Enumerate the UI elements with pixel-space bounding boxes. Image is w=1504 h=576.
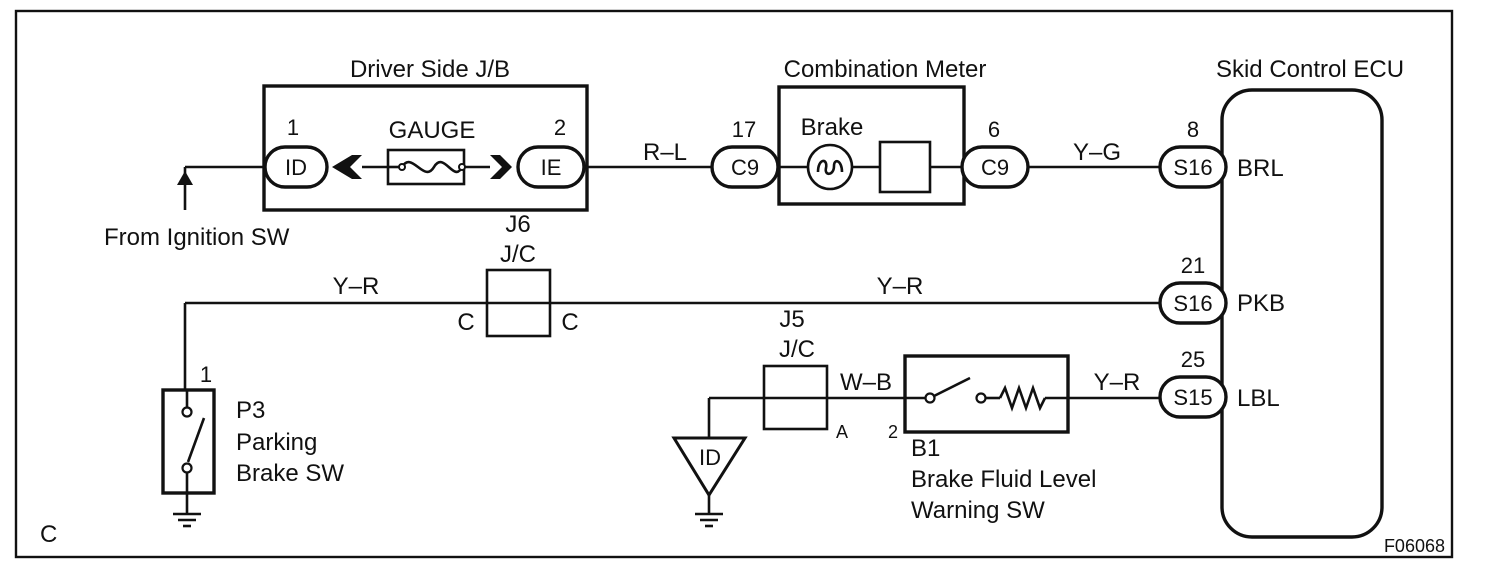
connector-s16-brl-label: S16 [1173, 155, 1212, 180]
connector-arrow-right-icon [490, 155, 512, 179]
parking-ground-icon [173, 512, 201, 528]
brake-bulb-label: Brake [801, 114, 864, 141]
connector-s15-lbl-label: S15 [1173, 385, 1212, 410]
fluid-sw-name-line1: Brake Fluid Level [911, 466, 1096, 493]
parking-sw-code: P3 [236, 397, 265, 424]
j5-id: J5 [779, 306, 804, 333]
ecu-terminal-name: LBL [1237, 385, 1280, 412]
fluid-sw-code: B1 [911, 435, 940, 462]
wire-yg-label: Y–G [1073, 139, 1121, 166]
driver-jb-title: Driver Side J/B [350, 56, 510, 83]
j6-pin-left: C [457, 309, 474, 336]
ecu-terminal-name: PKB [1237, 290, 1285, 317]
ground-id-label: ID [699, 445, 721, 470]
ecu-title: Skid Control ECU [1216, 56, 1404, 83]
ecu-pin: 8 [1187, 117, 1199, 142]
parking-sw-name-line2: Brake SW [236, 460, 344, 487]
ground-point-id-icon [671, 436, 748, 498]
from-ignition-label: From Ignition SW [104, 224, 290, 251]
fluid-sw-name-line2: Warning SW [911, 497, 1045, 524]
driver-side-jb: Driver Side J/B 1 ID GAUGE 2 IE [262, 56, 589, 212]
fluid-ground-icon [695, 512, 723, 528]
wire-wb-label: W–B [840, 369, 892, 396]
connector-arrow-left-icon [332, 155, 362, 179]
connector-c9-out-label: C9 [981, 155, 1009, 180]
j6-pin-right: C [561, 309, 578, 336]
connector-ie-label: IE [541, 155, 562, 180]
meter-pin-out: 6 [988, 117, 1000, 142]
figure-id: F06068 [1384, 536, 1445, 556]
connector-s16-pkb-label: S16 [1173, 291, 1212, 316]
j6-type: J/C [500, 241, 536, 268]
wire-yr-right-label: Y–R [877, 273, 924, 300]
parking-switch-contact-icon [186, 417, 206, 463]
meter-circuit-box [878, 140, 932, 194]
fluid-sw-pin: 2 [888, 422, 898, 442]
wire-rl-label: R–L [643, 139, 687, 166]
wire-yr-b1-label: Y–R [1094, 369, 1141, 396]
combination-meter-box [777, 85, 966, 206]
wire-yr-left-label: Y–R [333, 273, 380, 300]
ecu-pin: 21 [1181, 253, 1205, 278]
fluid-switch-contact-icon [933, 376, 971, 398]
feed-arrow-icon [177, 171, 193, 185]
resistor-icon [998, 384, 1047, 412]
connector-s16-brl [1158, 145, 1228, 189]
j5-pin: A [836, 422, 848, 442]
ecu-pin: 25 [1181, 347, 1205, 372]
diagram-frame [14, 9, 1454, 559]
j6-id: J6 [505, 211, 530, 238]
frame-corner-label: C [40, 521, 57, 548]
ecu-terminal-name: BRL [1237, 155, 1284, 182]
driver-jb-pin-right: 2 [554, 115, 566, 140]
gauge-fuse-label: GAUGE [389, 117, 476, 144]
combination-meter: Combination Meter 17 C9 Brake 6 C9 [710, 56, 1030, 206]
driver-jb-pin-left: 1 [287, 115, 299, 140]
parking-brake-switch-box [161, 388, 216, 495]
j5-type: J/C [779, 336, 815, 363]
skid-control-ecu: Skid Control ECU 8 S16 BRL 21 S16 PKB 25… [1158, 56, 1404, 539]
parking-sw-name-line1: Parking [236, 429, 317, 456]
connector-id-label: ID [285, 155, 307, 180]
parking-sw-pin: 1 [200, 362, 212, 387]
connector-c9-in-label: C9 [731, 155, 759, 180]
combination-meter-title: Combination Meter [784, 56, 987, 83]
brake-bulb-icon [806, 143, 854, 191]
meter-pin-in: 17 [732, 117, 756, 142]
